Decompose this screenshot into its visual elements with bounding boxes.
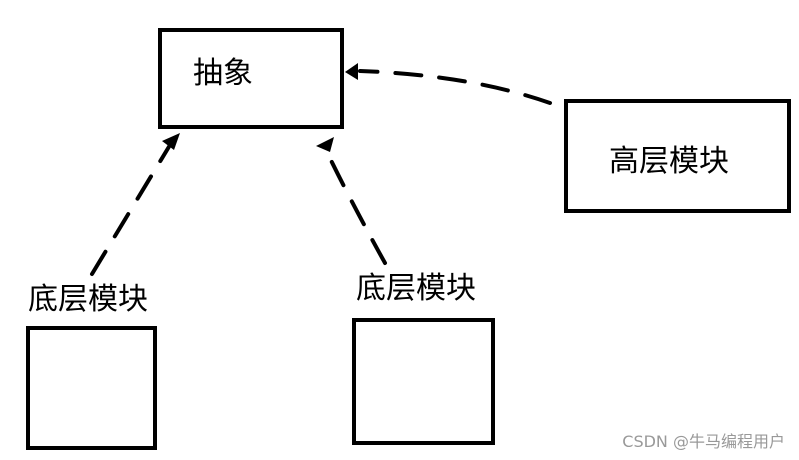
high-level-module-node <box>564 99 791 213</box>
low-level-module-right-node <box>352 318 495 445</box>
arrowhead-left-low-to-abstraction <box>162 133 180 150</box>
abstraction-node <box>158 28 344 129</box>
low-level-module-left-node <box>26 326 157 450</box>
low-level-module-left-label: 底层模块 <box>28 282 148 317</box>
arrow-right-low-to-abstraction <box>323 146 387 265</box>
high-level-module-label: 高层模块 <box>609 144 729 179</box>
arrow-high-to-abstraction <box>358 69 552 105</box>
abstraction-label: 抽象 <box>193 56 253 91</box>
low-level-module-right-label: 底层模块 <box>356 271 476 306</box>
watermark-text: CSDN @牛马编程用户 <box>622 432 785 451</box>
arrow-left-low-to-abstraction <box>90 143 172 276</box>
arrowhead-right-low-to-abstraction <box>316 137 334 152</box>
arrowhead-high-to-abstraction <box>345 63 358 80</box>
